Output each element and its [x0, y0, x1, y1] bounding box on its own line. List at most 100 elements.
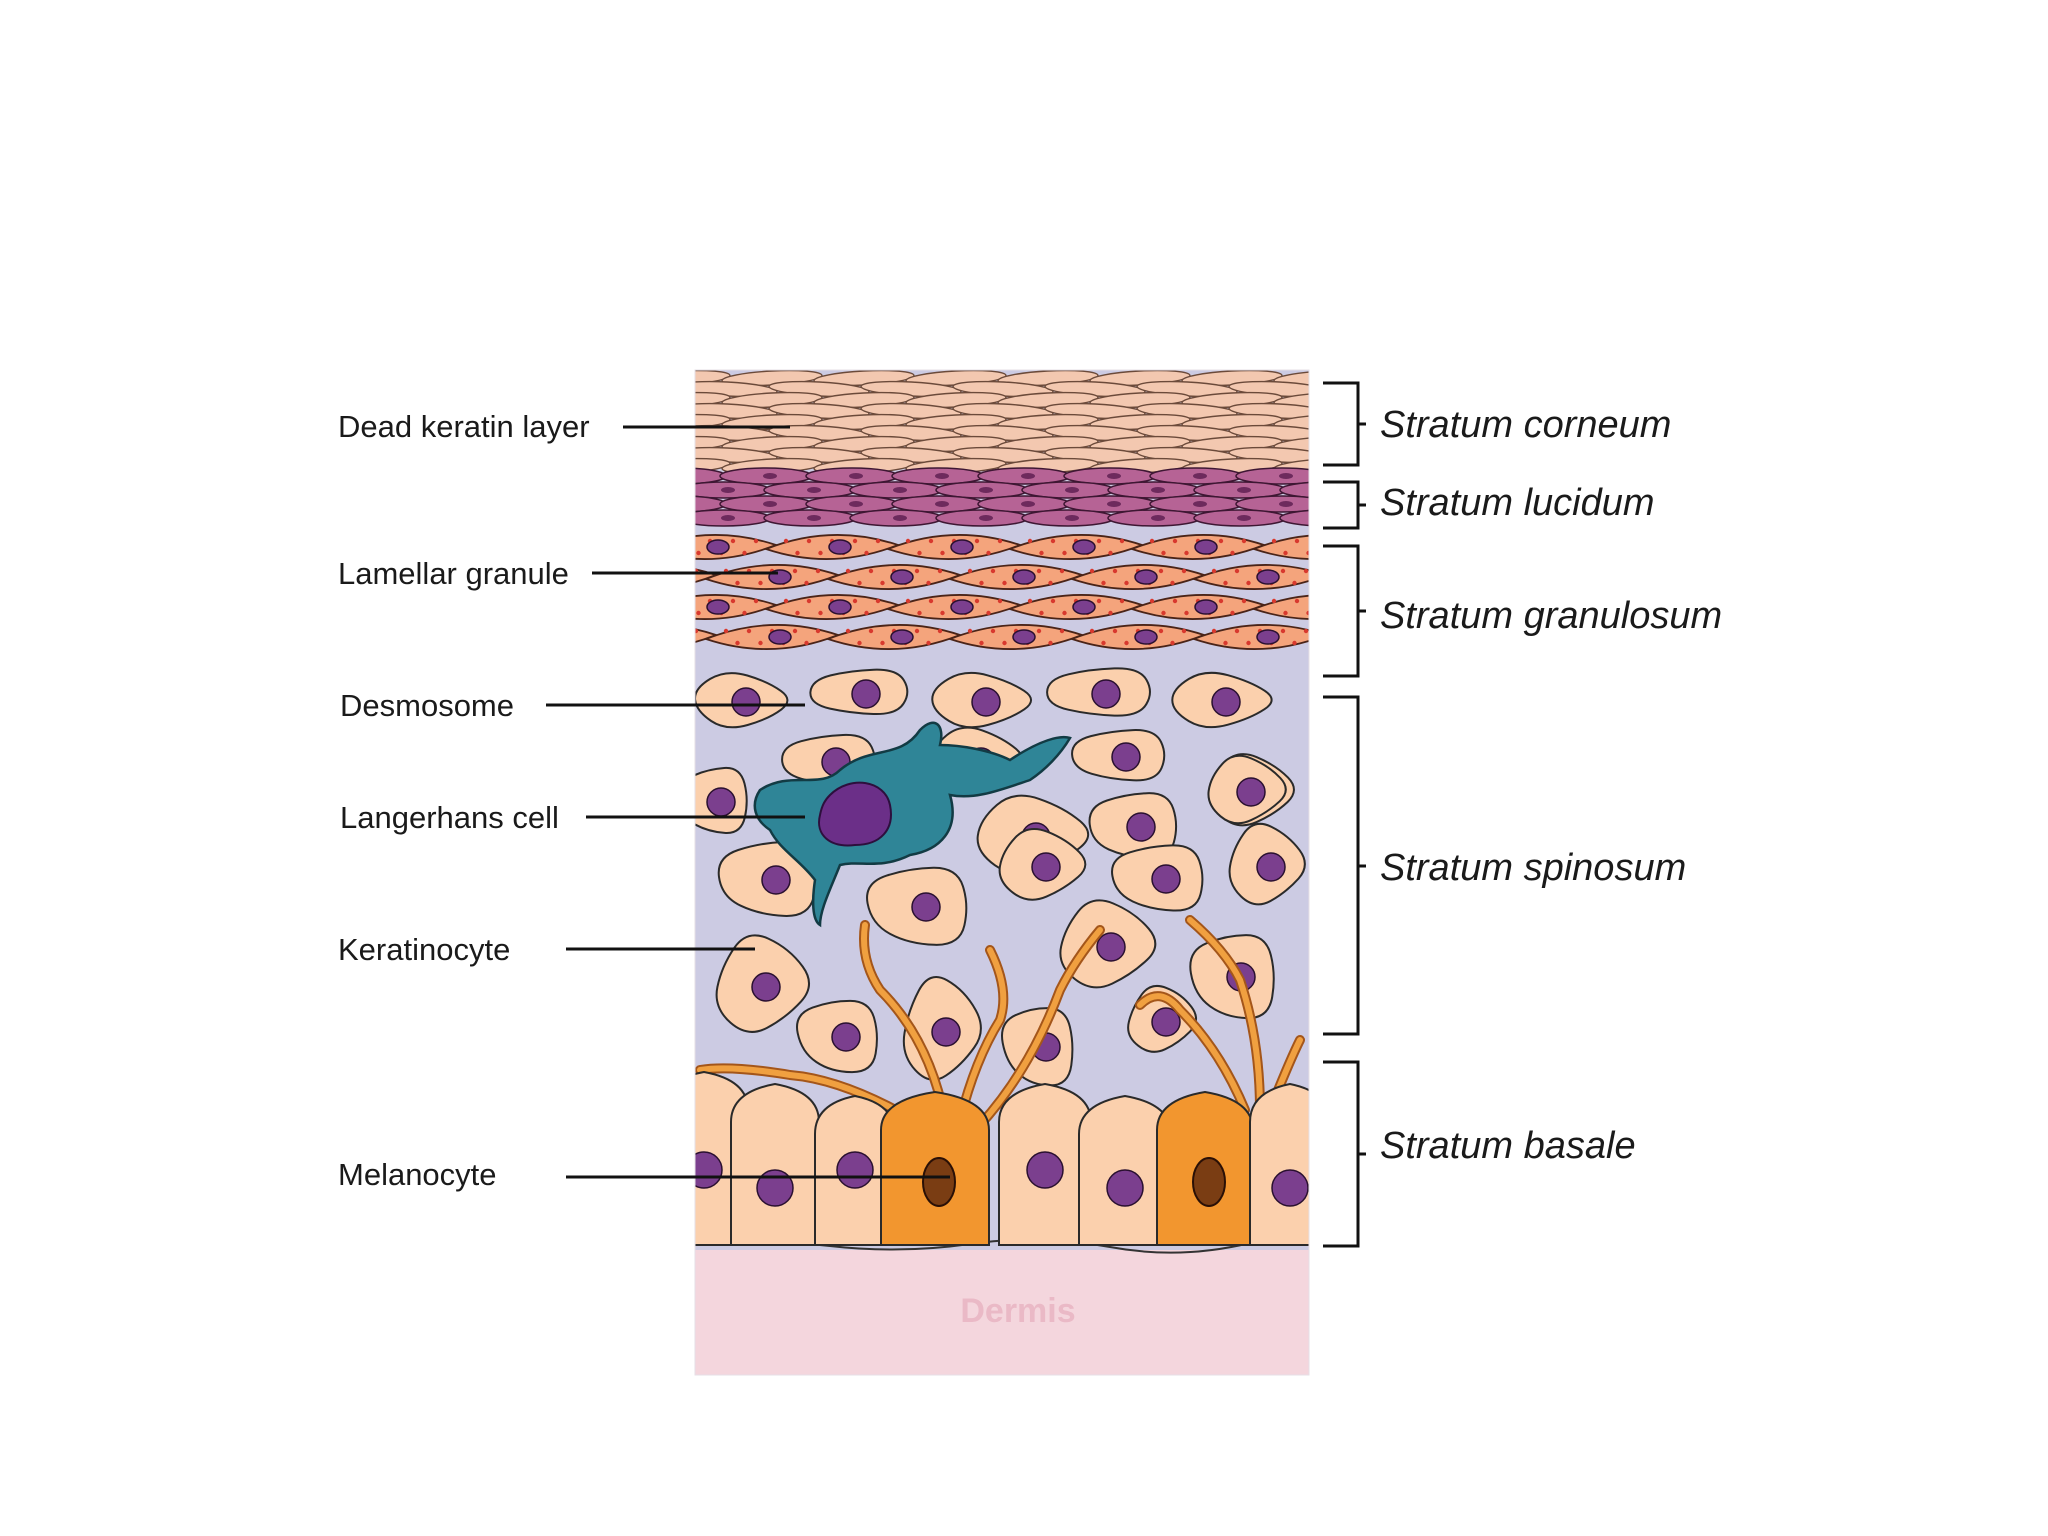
lamellar-granule-dot: [758, 580, 763, 586]
lamellar-granule-dot: [1318, 599, 1322, 603]
melanocyte-dendrite: [977, 927, 1103, 1128]
lucidum-nucleus: [1151, 487, 1165, 493]
lamellar-granule-dot: [1181, 568, 1187, 574]
lucidum-nucleus: [635, 487, 649, 493]
granulosum-nucleus: [1072, 599, 1096, 615]
lucidum-nucleus: [1151, 515, 1165, 521]
label-langerhans-cell: Langerhans cell: [340, 800, 559, 835]
lamellar-granule-dot: [868, 568, 874, 574]
lamellar-granule-dot: [746, 628, 752, 634]
stratum-basale-cells: [695, 1070, 1309, 1246]
granulosum-nucleus: [647, 630, 669, 644]
lamellar-granule-dot: [735, 640, 740, 646]
granulosum-nucleus: [950, 539, 974, 555]
lamellar-granule-dot: [806, 538, 812, 544]
label-lamellar-granule: Lamellar granule: [338, 556, 569, 591]
lamellar-granule-dot: [940, 610, 945, 616]
lamellar-granule-dot: [852, 598, 858, 604]
lamellar-granule-dot: [1218, 598, 1224, 604]
keratinocyte-nucleus: [911, 892, 941, 922]
lucidum-cell: [1279, 481, 1309, 499]
basal-keratinocyte: [1249, 1082, 1309, 1246]
lucidum-cell: [592, 482, 684, 498]
lamellar-granule-dot: [1234, 628, 1240, 634]
lamellar-granule-dot: [880, 580, 885, 586]
lamellar-granule-dot: [868, 628, 874, 634]
granulosum-nucleus: [828, 539, 852, 555]
lamellar-granule-dot: [783, 538, 789, 544]
lamellar-granule-dot: [1283, 610, 1288, 616]
lamellar-granule-dot: [815, 628, 821, 634]
layer-stratum-spinosum: Stratum spinosum: [1380, 847, 1686, 889]
lamellar-granule-dot: [673, 551, 677, 555]
lamellar-granule-dot: [602, 629, 606, 633]
lamellar-granule-dot: [937, 628, 943, 634]
lamellar-granule-dot: [662, 599, 666, 603]
lamellar-granule-dot: [1161, 610, 1166, 616]
lamellar-granule-dot: [1211, 628, 1217, 634]
lamellar-granule-dot: [1271, 598, 1277, 604]
lamellar-granule-dot: [804, 640, 809, 646]
lamellar-granule-dot: [914, 628, 920, 634]
granulosum-nucleus: [1134, 629, 1158, 645]
lamellar-granule-dot: [1161, 550, 1166, 556]
lucidum-nucleus: [849, 473, 863, 479]
lamellar-granule-dot: [1184, 610, 1189, 616]
dermis-region: [695, 1250, 1309, 1375]
lamellar-granule-dot: [1306, 610, 1309, 616]
keratinocyte-nucleus: [971, 687, 1001, 717]
label-desmosome: Desmosome: [340, 688, 514, 723]
lamellar-granule-dot: [1108, 550, 1113, 556]
lamellar-granule-dot: [914, 568, 920, 574]
lamellar-granule-dot: [1059, 568, 1065, 574]
lamellar-granule-dot: [806, 598, 812, 604]
layer-stratum-corneum: Stratum corneum: [1380, 404, 1671, 446]
keratinocyte-nucleus: [1236, 777, 1266, 807]
lamellar-granule-dot: [1223, 640, 1228, 646]
skin-section: [585, 370, 1345, 1375]
lamellar-granule-dot: [1271, 538, 1277, 544]
dermis-label: Dermis: [960, 1292, 1075, 1330]
lamellar-granule-dot: [1089, 568, 1095, 574]
keratinocyte-nucleus: [1211, 687, 1241, 717]
stratum-corneum-cells: [585, 370, 1309, 475]
granulosum-nucleus: [1256, 569, 1280, 585]
lamellar-granule-dot: [880, 640, 885, 646]
lamellar-granule-dot: [1303, 568, 1309, 574]
lamellar-granule-dot: [864, 550, 869, 556]
corneum-scale: [1273, 370, 1309, 387]
lucidum-nucleus: [1107, 501, 1121, 507]
lamellar-granule-dot: [1223, 580, 1228, 586]
keratinocyte-nucleus: [761, 865, 791, 895]
lucidum-nucleus: [979, 515, 993, 521]
lamellar-granule-dot: [792, 568, 798, 574]
melanocyte-dendrite: [861, 922, 948, 1123]
granulosum-nucleus: [1012, 629, 1036, 645]
keratinocyte-nucleus: [731, 687, 761, 717]
bracket-stratum-basale: [1323, 1060, 1366, 1248]
lamellar-granule-dot: [636, 641, 640, 645]
lamellar-granule-dot: [1002, 580, 1007, 586]
lamellar-granule-dot: [1124, 640, 1129, 646]
lamellar-granule-dot: [1280, 628, 1286, 634]
corneum-scale: [1273, 391, 1309, 409]
lamellar-granule-dot: [1048, 580, 1053, 586]
keratinocyte-nucleus: [1096, 932, 1126, 962]
lucidum-nucleus: [1279, 473, 1293, 479]
lamellar-granule-dot: [1062, 610, 1067, 616]
lamellar-granule-dot: [818, 610, 823, 616]
lamellar-granule-dot: [1234, 568, 1240, 574]
keratinocyte-nucleus: [1151, 864, 1181, 894]
lucidum-nucleus: [721, 487, 735, 493]
lamellar-granule-dot: [815, 568, 821, 574]
keratinocyte-nucleus: [1091, 679, 1121, 709]
corneum-scale: [585, 379, 686, 398]
lucidum-nucleus: [979, 487, 993, 493]
granulosum-cell: [1191, 624, 1309, 650]
lamellar-granule-dot: [1341, 599, 1345, 603]
lamellar-granule-dot: [1170, 640, 1175, 646]
lamellar-granule-dot: [926, 580, 931, 586]
lucidum-nucleus: [807, 515, 821, 521]
lamellar-granule-dot: [857, 580, 862, 586]
